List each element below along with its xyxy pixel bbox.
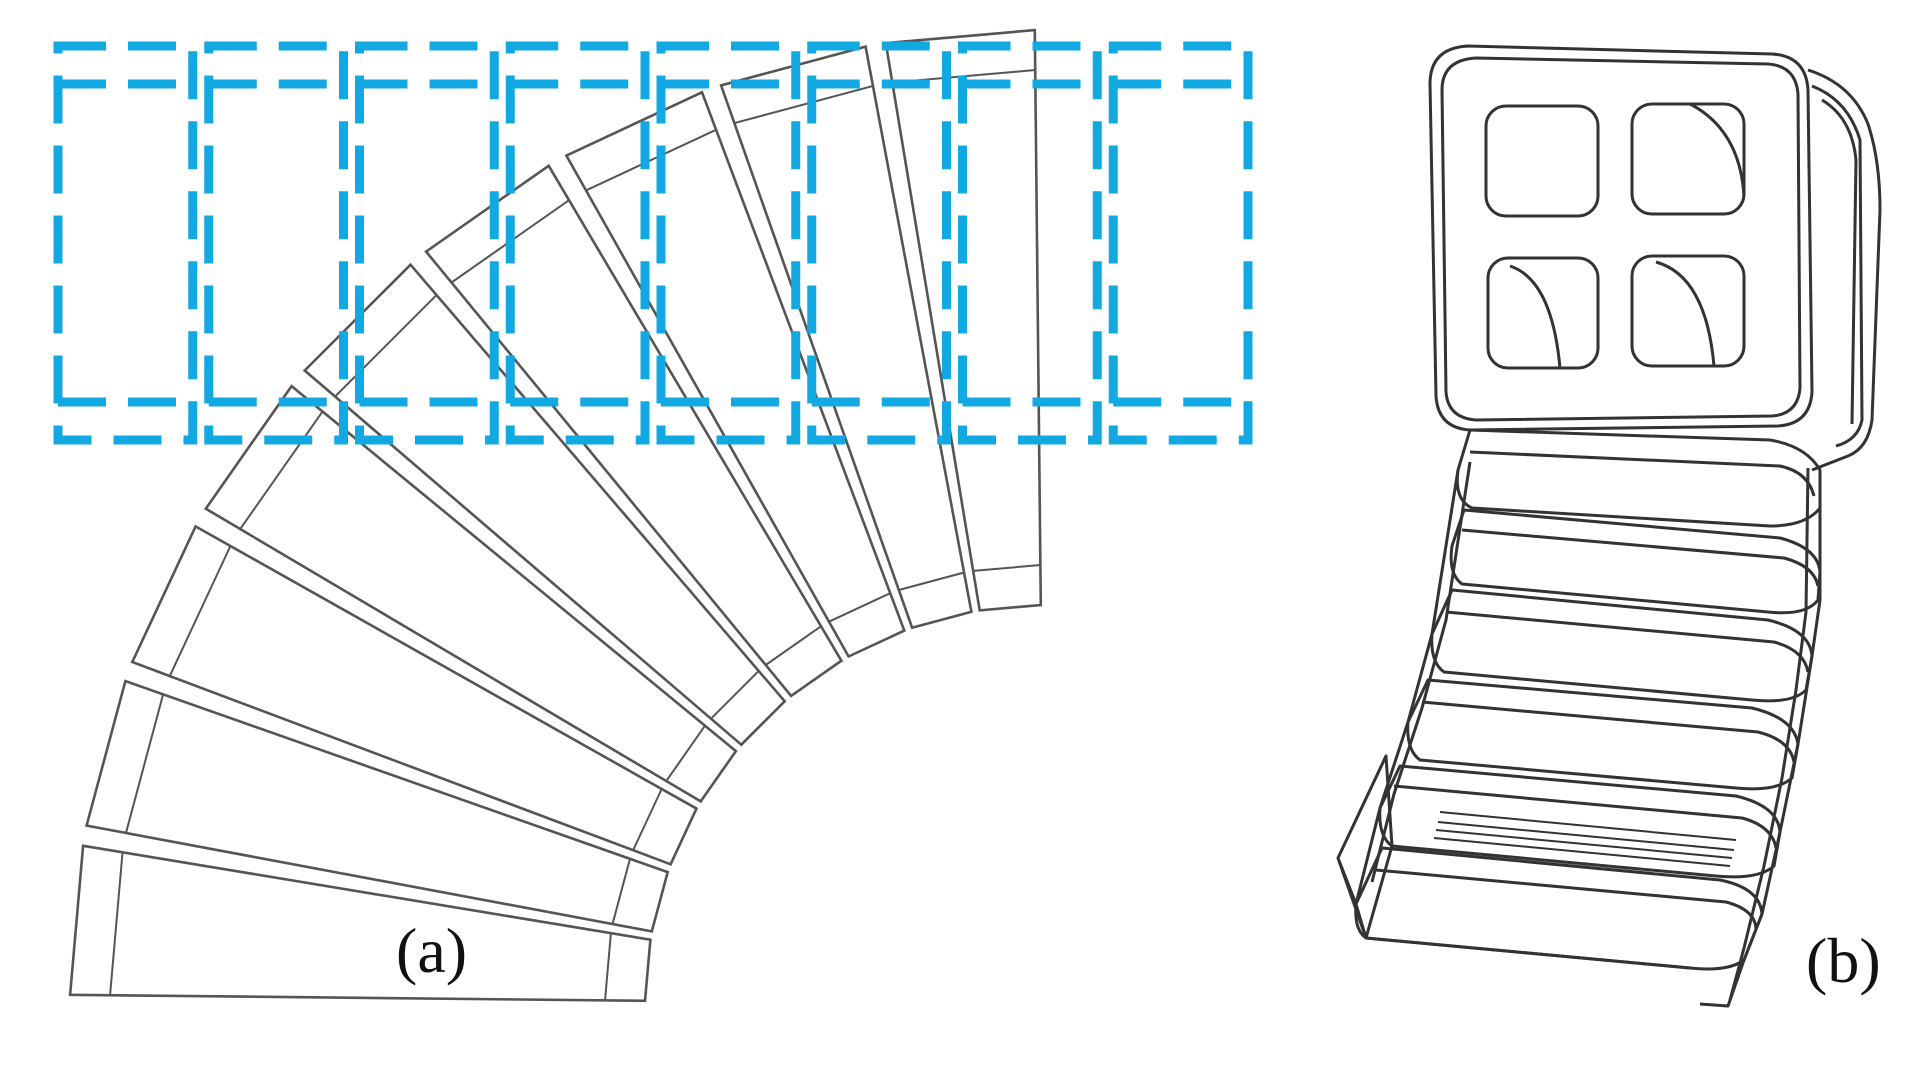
arc-segment-outer-line bbox=[585, 128, 717, 192]
arc-segment-inner-line bbox=[898, 571, 965, 591]
top-block-side-face bbox=[1807, 68, 1882, 472]
left-side-edge-outer bbox=[1354, 469, 1460, 905]
band-3-inner bbox=[1445, 610, 1810, 673]
arc-segment bbox=[203, 384, 738, 804]
dashed-segment bbox=[204, 41, 348, 445]
bottom-end-face bbox=[1336, 857, 1691, 970]
arc-segment bbox=[302, 262, 787, 747]
arc-segment-inner-line bbox=[632, 788, 663, 851]
window-top-left bbox=[1484, 104, 1600, 218]
arc-segment-inner-line bbox=[973, 564, 1041, 572]
panel-b-label: (b) bbox=[1806, 925, 1881, 996]
dashed-segment bbox=[807, 41, 951, 445]
arc-segment-outer-line bbox=[124, 694, 165, 834]
arc-segment-outer-line bbox=[109, 852, 124, 996]
window-top-right bbox=[1630, 102, 1746, 216]
top-block-side-inner-edge-2 bbox=[1821, 98, 1858, 425]
arc-segment-inner-line bbox=[828, 592, 891, 623]
band-3 bbox=[1430, 588, 1814, 703]
panel-a-straight-dashed-overlay bbox=[53, 41, 1253, 445]
arc-segment-outer-line bbox=[734, 84, 874, 125]
arc-segment bbox=[424, 163, 844, 698]
arc-segment-outer-line bbox=[239, 410, 324, 530]
dashed-segment bbox=[53, 41, 198, 445]
right-side-edge-outer bbox=[1742, 470, 1822, 961]
top-block-front-face bbox=[1428, 44, 1814, 432]
arc-segment-inner-line bbox=[765, 625, 822, 666]
band-6 bbox=[1354, 846, 1764, 971]
arc-segment bbox=[68, 844, 652, 1003]
dashed-segment bbox=[1108, 41, 1253, 445]
arc-segment bbox=[84, 679, 670, 933]
arc-segment bbox=[884, 28, 1043, 612]
arc-segment-inner-line bbox=[710, 670, 760, 720]
band-4-inner bbox=[1421, 700, 1796, 763]
band-2-inner bbox=[1461, 528, 1820, 587]
band-6-inner bbox=[1375, 868, 1758, 931]
band-1 bbox=[1455, 428, 1822, 528]
arc-segment-inner-line bbox=[611, 858, 631, 925]
top-block-front-inner-edge bbox=[1440, 56, 1802, 422]
arc-segment-inner-line bbox=[604, 933, 612, 1001]
panel-a-curved-segments bbox=[68, 28, 1043, 1003]
flange-hatch bbox=[1433, 811, 1737, 867]
panel-b-3d-wireframe bbox=[1336, 44, 1882, 1008]
window-bottom-right bbox=[1630, 254, 1746, 368]
window-bottom-left bbox=[1486, 256, 1600, 370]
window-curve-bottom-right bbox=[1655, 260, 1716, 367]
arc-segment-outer-line bbox=[168, 545, 232, 677]
left-side-edge-inner bbox=[1370, 461, 1472, 883]
band-1-inner bbox=[1469, 450, 1816, 497]
window-curve-bottom-left bbox=[1509, 264, 1562, 369]
window-curve-top-right bbox=[1689, 102, 1746, 197]
band-5 bbox=[1378, 764, 1782, 879]
arc-segment bbox=[130, 524, 699, 866]
dashed-segment bbox=[355, 41, 499, 445]
dashed-segment bbox=[505, 41, 650, 445]
panel-a-label: (a) bbox=[396, 915, 467, 986]
top-block-side-inner-edge bbox=[1811, 84, 1864, 448]
right-side-edge-inner bbox=[1728, 467, 1810, 1001]
dashed-segment bbox=[958, 41, 1102, 445]
arc-segment bbox=[719, 44, 973, 630]
dashed-segment bbox=[656, 41, 801, 445]
arc-segment-inner-line bbox=[665, 725, 706, 782]
band-5-inner bbox=[1393, 784, 1778, 849]
bottom-right-edge bbox=[1699, 959, 1746, 1008]
arc-segment-outer-line bbox=[334, 294, 438, 398]
